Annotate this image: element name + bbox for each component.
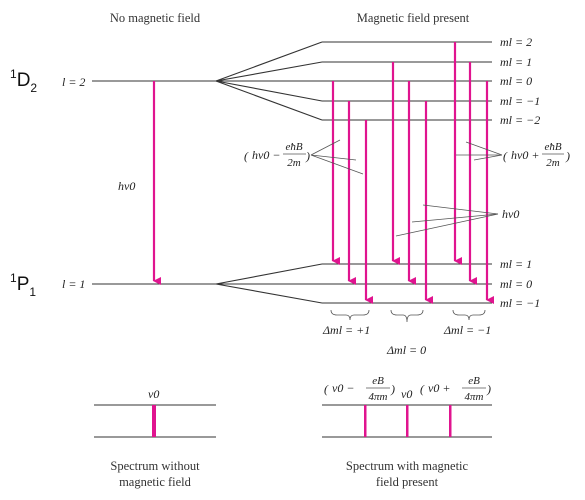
svg-text:(: ( <box>244 149 249 163</box>
spectrum-nu0-right: ν0 <box>401 387 412 401</box>
upper-ml-label-2: ml = 2 <box>500 35 532 49</box>
pointer-lines-minus <box>310 139 364 175</box>
spectrum-field: ν0 ( ν0 − eB 4πm ) ( ν0 + eB 4πm ) <box>322 375 492 438</box>
spectrum-line-plus <box>449 405 452 437</box>
delta-zero-label: Δml = 0 <box>386 343 426 357</box>
upper-ml-label-0: ml = 0 <box>500 74 532 88</box>
upper-ml-label-minus1: ml = −1 <box>500 94 540 108</box>
energy-plus-text: hν0 + <box>511 148 539 162</box>
spectrum-line-minus <box>364 405 367 437</box>
svg-text:): ) <box>390 382 395 396</box>
svg-text:): ) <box>565 149 570 163</box>
heading-field-present: Magnetic field present <box>357 11 470 25</box>
lower-state-j: 1 <box>29 285 36 299</box>
energy-plus-den: 2m <box>546 157 560 169</box>
upper-state-j: 2 <box>30 81 37 95</box>
heading-no-field: No magnetic field <box>110 11 201 25</box>
svg-text:): ) <box>486 382 491 396</box>
lower-state-multiplicity: 1 <box>10 271 17 285</box>
spectrum-nu0-left: ν0 <box>148 387 159 401</box>
spectrum-line-nu0 <box>152 405 156 437</box>
lower-state-label: 1P1 <box>10 271 36 299</box>
upper-ml-label-1: ml = 1 <box>500 55 532 69</box>
svg-text:4πm: 4πm <box>465 391 484 403</box>
svg-text:1D2: 1D2 <box>10 67 37 95</box>
upper-state-letter: D <box>17 70 31 91</box>
svg-text:(: ( <box>503 149 508 163</box>
svg-text:eB: eB <box>372 375 384 387</box>
pointer-lines-plus <box>456 141 503 161</box>
spectrum-minus-label: ( ν0 − eB 4πm ) <box>324 375 395 403</box>
energy-minus-num: eħB <box>285 141 302 153</box>
upper-ml-label-minus2: ml = −2 <box>500 113 540 127</box>
svg-text:(: ( <box>324 382 329 396</box>
energy-minus-den: 2m <box>287 157 301 169</box>
svg-text:ν0 +: ν0 + <box>428 381 450 395</box>
energy-plus-num: eħB <box>544 141 561 153</box>
svg-text:ν0 −: ν0 − <box>332 381 354 395</box>
h-nu0-left-label: hν0 <box>118 179 135 193</box>
spectrum-line-center <box>406 405 409 437</box>
upper-split-fan <box>215 41 323 121</box>
brace-delta-minus <box>452 309 486 321</box>
lower-ml-label-minus1: ml = −1 <box>500 296 540 310</box>
lower-split-fan <box>215 263 323 304</box>
upper-state-label: 1D2 <box>10 67 37 95</box>
brace-delta-zero <box>390 309 424 323</box>
lower-ml-label-0: ml = 0 <box>500 277 532 291</box>
caption-left-line1: Spectrum without <box>110 459 200 473</box>
caption-left-line2: magnetic field <box>119 475 192 489</box>
spectrum-plus-label: ( ν0 + eB 4πm ) <box>420 375 491 403</box>
svg-text:eB: eB <box>468 375 480 387</box>
h-nu0-right-label: hν0 <box>502 207 519 221</box>
caption-right-line1: Spectrum with magnetic <box>346 459 469 473</box>
energy-label-minus: ( hν0 − eħB 2m ) <box>244 141 310 169</box>
svg-text:(: ( <box>420 382 425 396</box>
brace-delta-plus <box>330 309 370 321</box>
upper-l-label: l = 2 <box>62 75 85 89</box>
lower-ml-label-1: ml = 1 <box>500 257 532 271</box>
energy-minus-text: hν0 − <box>252 148 280 162</box>
upper-state-multiplicity: 1 <box>10 67 17 81</box>
field-transitions <box>331 42 494 304</box>
spectrum-no-field: ν0 <box>94 387 216 438</box>
pointer-lines-center <box>395 204 499 237</box>
svg-text:): ) <box>305 149 310 163</box>
delta-minus-label: Δml = −1 <box>443 323 491 337</box>
delta-plus-label: Δml = +1 <box>322 323 370 337</box>
energy-label-plus: ( hν0 + eħB 2m ) <box>503 141 570 169</box>
svg-text:1P1: 1P1 <box>10 271 36 299</box>
lower-state-letter: P <box>17 274 30 295</box>
lower-l-label: l = 1 <box>62 277 85 291</box>
caption-right-line2: field present <box>376 475 439 489</box>
svg-text:4πm: 4πm <box>369 391 388 403</box>
